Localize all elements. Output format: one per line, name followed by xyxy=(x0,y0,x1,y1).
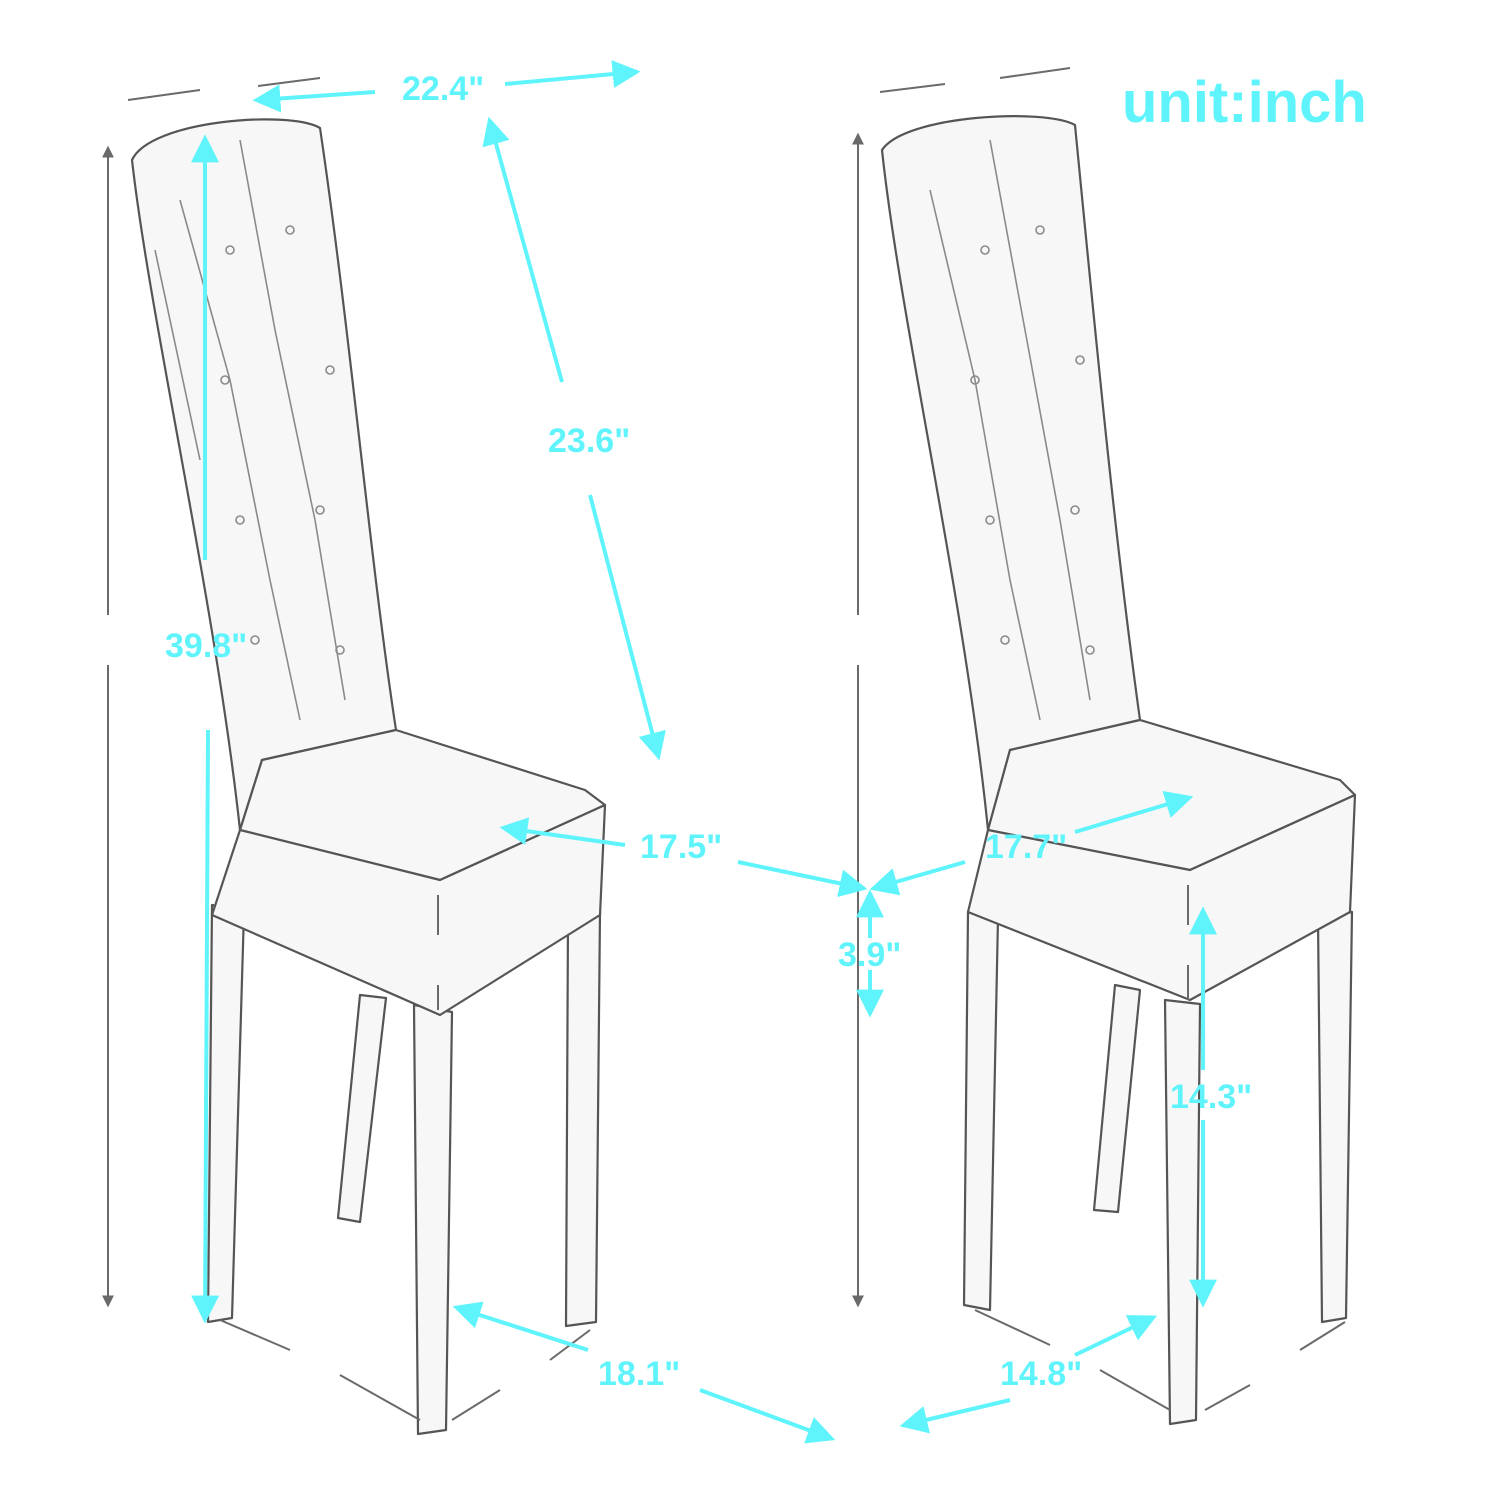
floor-width-arrow-right xyxy=(699,1388,836,1444)
seat-width-arrow-left xyxy=(499,817,626,847)
floor-depth-arrow-right xyxy=(1074,1315,1158,1357)
seat-width-arrow-right xyxy=(737,860,868,898)
label-total-height: 39.8" xyxy=(165,627,247,665)
right-chair-drawing xyxy=(880,115,1357,1426)
floor-width-arrow-left xyxy=(452,1301,589,1352)
unit-label: unit:inch xyxy=(1122,70,1367,135)
label-back-height: 23.6" xyxy=(548,422,630,460)
back-height-arrow-upper xyxy=(482,116,564,383)
back-width-arrow-left xyxy=(252,84,376,113)
left-chair-drawing xyxy=(130,118,607,1436)
label-seat-depth: 17.7" xyxy=(985,828,1067,866)
label-seat-width: 17.5" xyxy=(640,828,722,866)
label-seat-height: 14.3" xyxy=(1170,1078,1252,1116)
label-floor-width: 18.1" xyxy=(598,1355,680,1393)
cyan-dimension-arrows xyxy=(191,60,1217,1444)
label-seat-thickness: 3.9" xyxy=(838,936,901,974)
back-height-arrow-lower xyxy=(588,494,666,761)
label-back-top-width: 22.4" xyxy=(402,70,484,108)
seat-depth-arrow-right xyxy=(1074,791,1194,834)
total-height-arrow-lower xyxy=(191,729,220,1324)
seat-depth-arrow-left xyxy=(869,860,966,896)
label-floor-depth: 14.8" xyxy=(1000,1355,1082,1393)
floor-depth-arrow-left xyxy=(899,1398,1011,1434)
grey-dimension-lines xyxy=(102,67,1346,1421)
